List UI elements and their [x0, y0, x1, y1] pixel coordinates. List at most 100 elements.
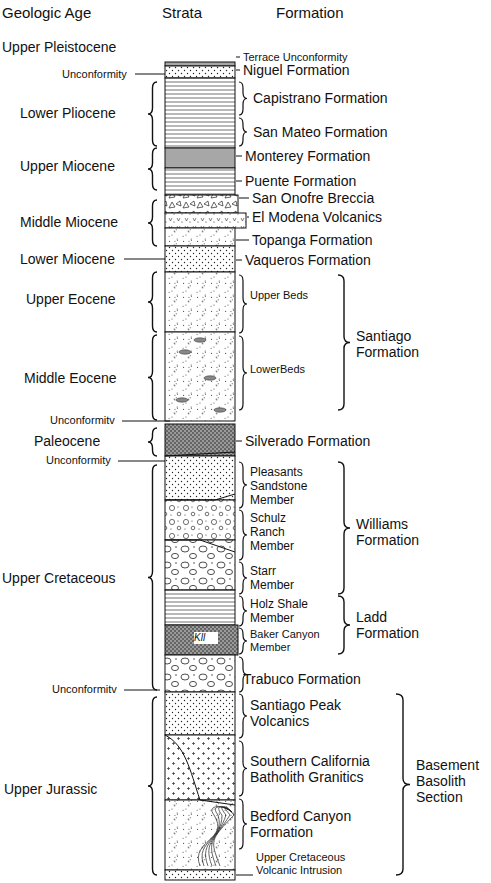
age-label: Upper Pleistocene [2, 39, 132, 55]
lens [214, 408, 226, 412]
stratum [165, 272, 235, 332]
formation-bracket [239, 596, 247, 626]
age-label: Paleocene [34, 433, 134, 449]
formation-label: Vaqueros Formation [245, 252, 405, 268]
stratum [165, 228, 235, 246]
formation-label: Upper Cretaceous Volcanic Intrusion [256, 851, 376, 876]
stratum [165, 625, 238, 655]
group-label: Basement Basolith Section [416, 757, 488, 805]
leader-line [124, 259, 165, 260]
strata-column [165, 62, 246, 880]
formation-label: Capistrano Formation [253, 90, 413, 106]
column-header: Geologic Age [2, 4, 132, 21]
formation-bracket [239, 336, 247, 410]
formation-bracket [239, 799, 247, 849]
leader-line [236, 181, 242, 182]
stratum [165, 735, 235, 800]
leader-line [135, 74, 165, 75]
intrusion-outline [165, 735, 235, 805]
stratum [165, 62, 235, 66]
age-label: Unconformity [62, 68, 134, 81]
stratum [165, 66, 235, 78]
age-bracket [148, 272, 157, 332]
stratum [165, 332, 235, 421]
leader-line [247, 217, 249, 218]
leader-line [236, 57, 240, 58]
formation-label: El Modena Volcanics [252, 209, 422, 225]
stratum [165, 456, 235, 500]
stratum [165, 655, 235, 692]
stratum [165, 213, 246, 228]
age-bracket [148, 697, 157, 875]
group-bracket [338, 462, 350, 594]
age-label: Upper Eocene [26, 291, 141, 307]
brackets [118, 57, 410, 875]
formation-label: Baker Canyon Member [250, 628, 335, 653]
formation-label: Monterey Formation [245, 148, 405, 164]
stratum [165, 195, 238, 213]
stratum [165, 78, 235, 148]
map-symbol: Kll [194, 632, 218, 644]
formation-bracket [239, 562, 247, 594]
formation-label: Silverado Formation [245, 433, 415, 449]
age-label: Upper Jurassic [4, 781, 124, 797]
formation-bracket [239, 741, 247, 796]
fold [209, 807, 232, 866]
leader-line [122, 421, 170, 422]
formation-label: Holz Shale Member [250, 598, 335, 626]
leader-line [239, 198, 249, 199]
formation-bracket [239, 118, 247, 146]
formation-label: Topanga Formation [252, 232, 412, 248]
intertongue [165, 494, 235, 552]
age-bracket [148, 428, 157, 456]
fold-lines [198, 807, 234, 866]
group-label: Santiago Formation [356, 328, 446, 360]
stratum [165, 692, 235, 735]
fold [206, 807, 232, 866]
formation-label: Schulz Ranch Member [250, 512, 310, 553]
formation-label: Niguel Formation [243, 62, 393, 78]
age-label: Lower Pliocene [20, 105, 140, 121]
stratum [165, 590, 235, 625]
leader-line [236, 441, 242, 442]
age-label: Middle Miocene [20, 214, 140, 230]
formation-bracket [239, 82, 247, 115]
formation-label: San Onofre Breccia [252, 190, 412, 206]
fold [198, 807, 232, 866]
formation-bracket [239, 510, 247, 560]
column-header: Formation [276, 4, 376, 21]
fold [214, 807, 234, 866]
lens [179, 350, 191, 354]
age-bracket [148, 200, 157, 246]
stratum [165, 800, 235, 870]
formation-label: LowerBeds [250, 363, 330, 376]
group-label: Ladd Formation [356, 609, 446, 641]
formation-label: Southern California Batholith Granitics [250, 753, 390, 785]
age-label: Upper Miocene [20, 158, 140, 174]
formation-label: Puente Formation [245, 173, 405, 189]
age-label: Middle Eocene [24, 370, 144, 386]
fold [212, 807, 232, 866]
leader-line [236, 875, 253, 876]
formation-label: Pleasants Sandstone Member [250, 466, 322, 507]
age-label: Unconformitv [50, 414, 120, 427]
unconformity-surface [165, 452, 235, 456]
leader-line [236, 156, 242, 157]
leader-line [124, 690, 160, 691]
leader-line [118, 461, 165, 462]
formation-label: Terrace Unconformity [243, 51, 373, 64]
leader-line [236, 260, 242, 261]
column-header: Strata [162, 4, 222, 21]
age-bracket [148, 82, 157, 146]
age-label: Unconformity [46, 454, 116, 467]
formation-bracket [239, 275, 247, 333]
leader-line [236, 240, 249, 241]
age-bracket [148, 335, 157, 420]
formation-label: Santiago Peak Volcanics [250, 697, 370, 729]
stratum [165, 168, 235, 195]
formation-bracket [239, 462, 247, 508]
stratum [165, 246, 235, 272]
stratum [165, 424, 235, 456]
lens [204, 376, 216, 380]
